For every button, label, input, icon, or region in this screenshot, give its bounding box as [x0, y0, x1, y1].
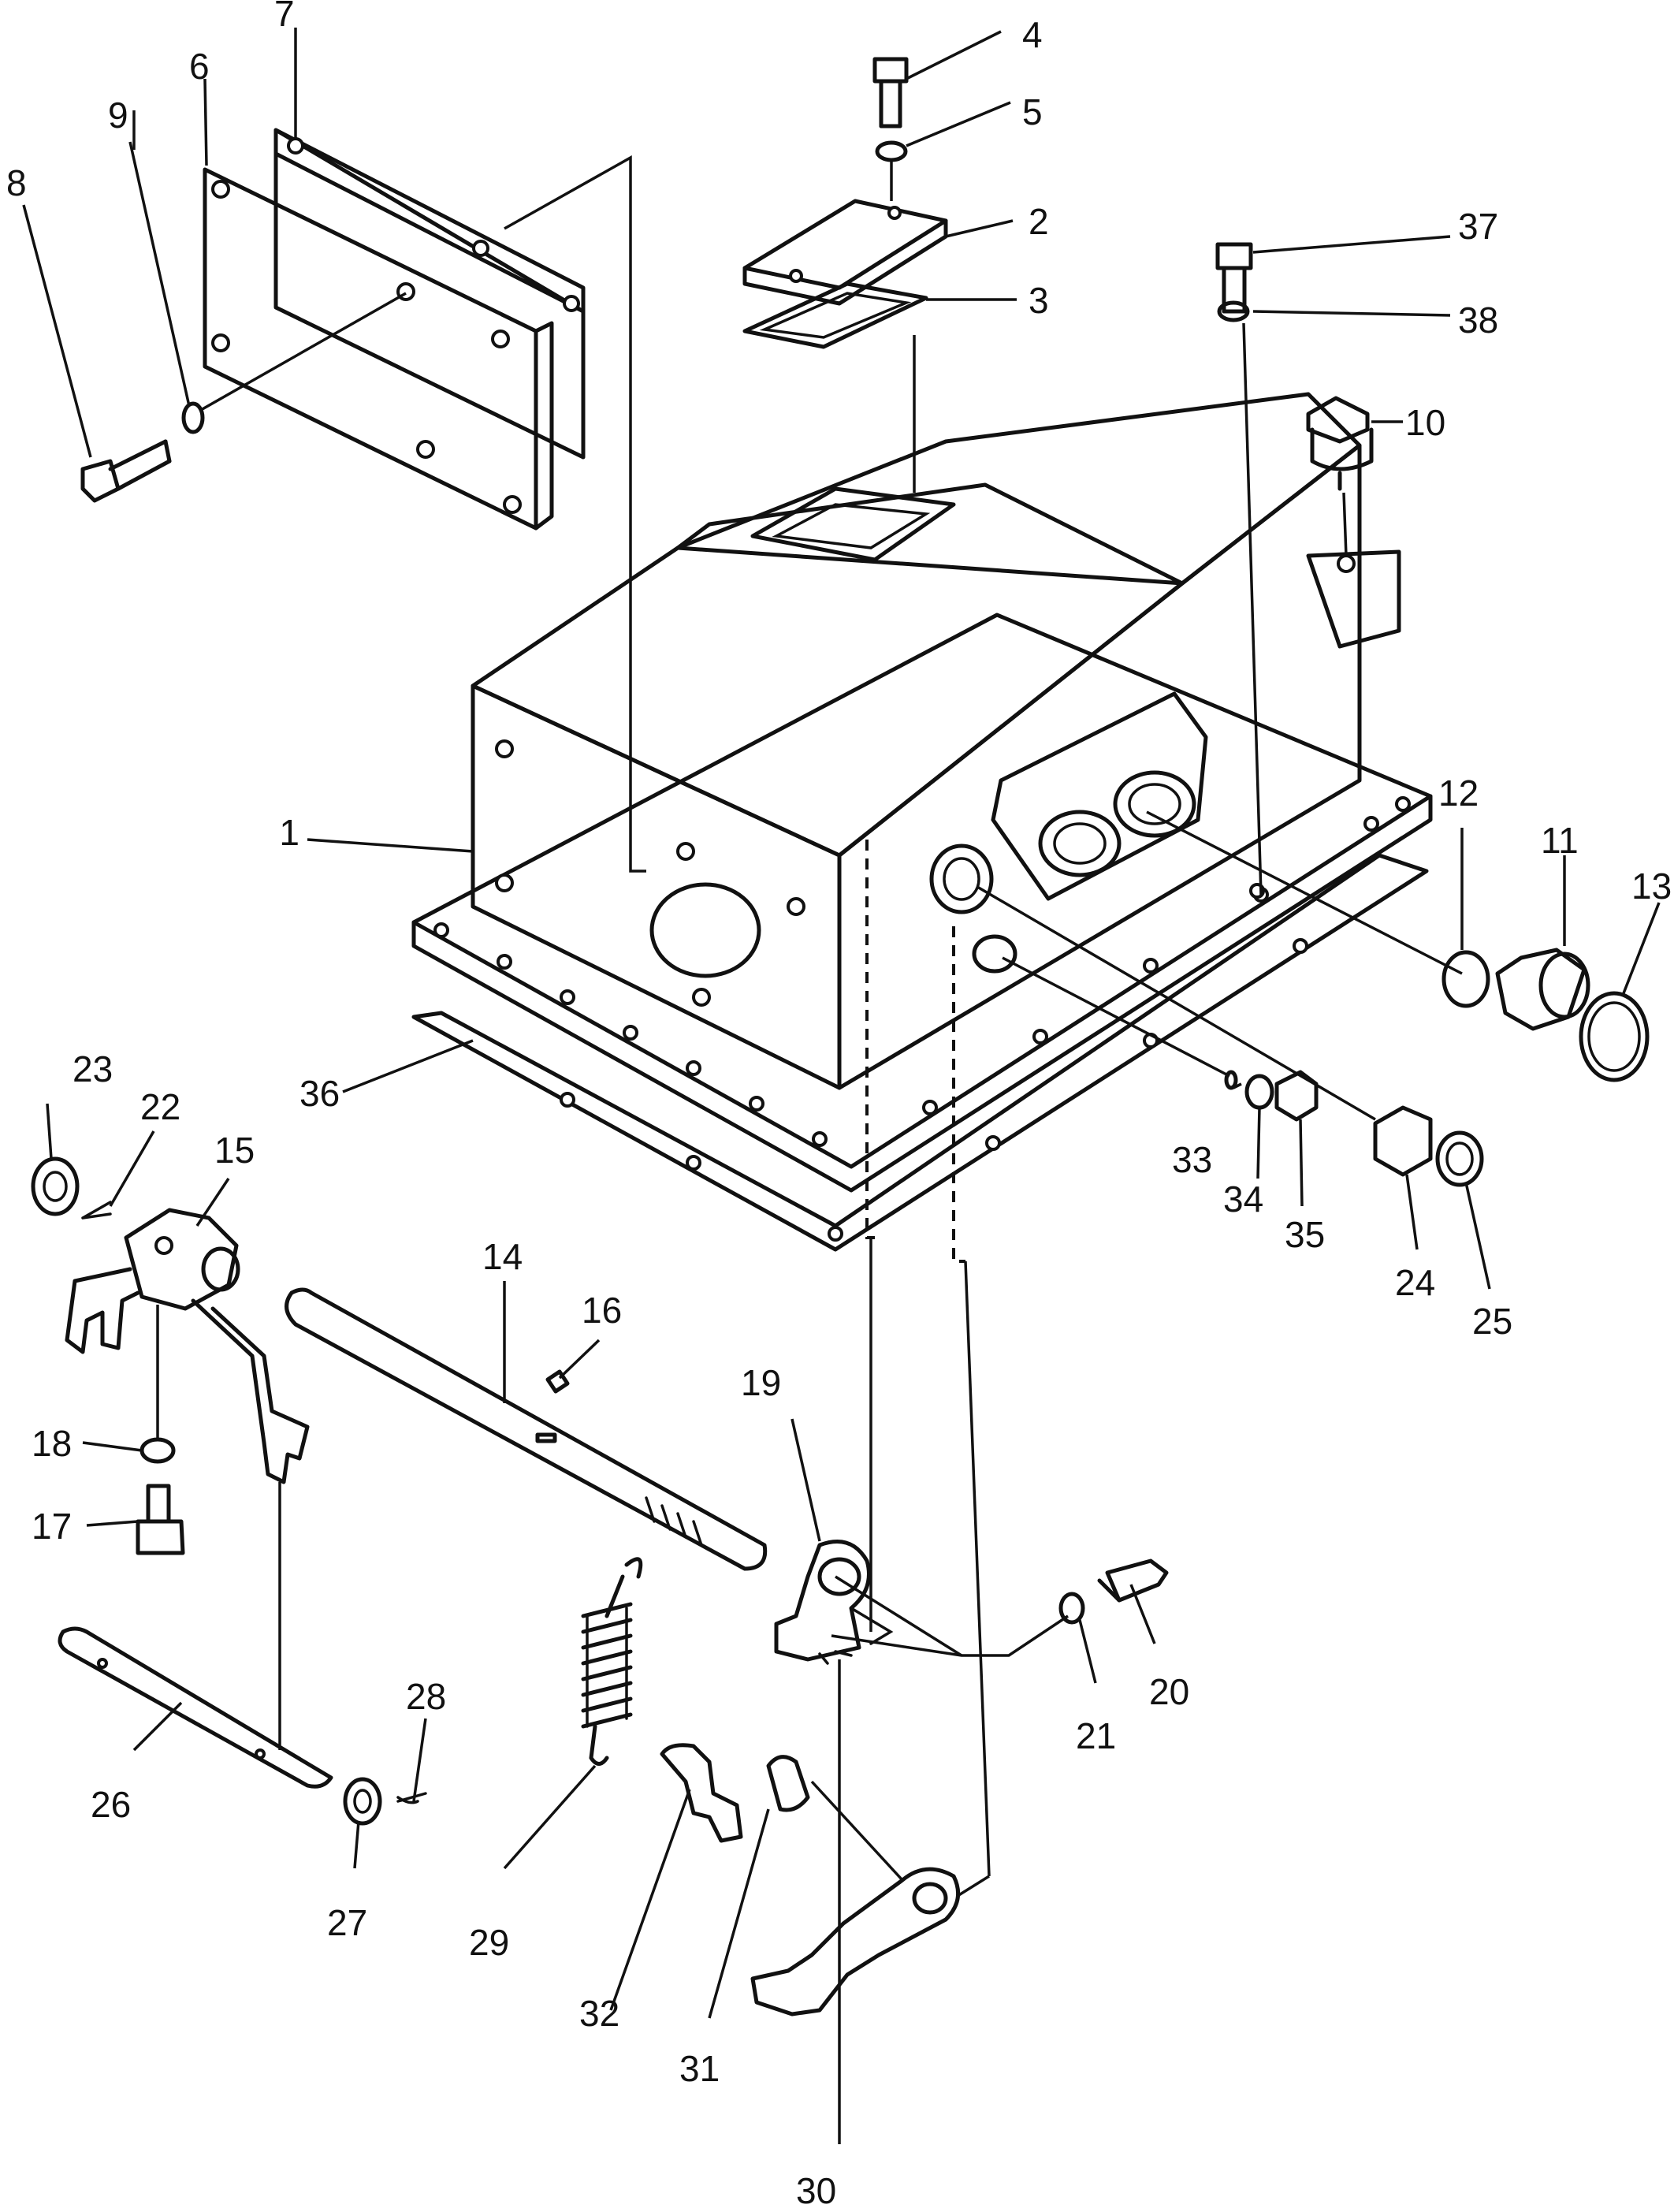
- label-leaders: [22, 28, 1661, 2019]
- label-24: 24: [1395, 1262, 1435, 1303]
- label-36: 36: [299, 1073, 340, 1114]
- label-32: 32: [579, 1993, 619, 2034]
- label-6: 6: [189, 46, 210, 87]
- label-31: 31: [679, 2048, 720, 2089]
- case-housing: [411, 392, 1433, 1252]
- lever-19: [774, 1540, 962, 1665]
- label-34: 34: [1223, 1179, 1263, 1220]
- label-30: 30: [796, 2170, 836, 2211]
- label-9: 9: [108, 95, 128, 136]
- label-15: 15: [214, 1130, 255, 1171]
- label-11: 11: [1541, 820, 1579, 861]
- label-25: 25: [1472, 1301, 1512, 1342]
- shift-fork: [65, 1208, 310, 1484]
- fasteners: [31, 57, 1650, 1826]
- label-3: 3: [1029, 280, 1049, 321]
- label-7: 7: [274, 0, 295, 34]
- label-4: 4: [1022, 14, 1043, 55]
- label-19: 19: [741, 1362, 781, 1403]
- part-labels: 1 2 3 4 5 6 7 8 9 10 11 12 13 14 15 16 1…: [6, 0, 1672, 2211]
- label-29: 29: [469, 1922, 509, 1963]
- label-27: 27: [327, 1902, 367, 1943]
- label-12: 12: [1438, 773, 1479, 814]
- spring: [581, 1557, 643, 1766]
- label-10: 10: [1405, 402, 1445, 443]
- side-cover-and-gasket: [203, 128, 586, 531]
- label-20: 20: [1149, 1671, 1189, 1712]
- shift-shaft: [285, 1287, 768, 1571]
- label-1: 1: [279, 812, 299, 853]
- label-18: 18: [32, 1423, 72, 1464]
- label-33: 33: [1172, 1139, 1212, 1180]
- label-35: 35: [1285, 1214, 1325, 1255]
- label-8: 8: [6, 162, 27, 203]
- label-37: 37: [1458, 206, 1498, 247]
- label-17: 17: [32, 1506, 72, 1547]
- label-14: 14: [482, 1236, 523, 1277]
- label-13: 13: [1631, 866, 1672, 907]
- assembly-lines: [504, 155, 991, 1897]
- label-5: 5: [1022, 91, 1043, 132]
- top-cover-and-gasket: [742, 199, 948, 349]
- label-22: 22: [140, 1086, 180, 1127]
- label-28: 28: [406, 1676, 446, 1717]
- label-38: 38: [1458, 300, 1498, 341]
- label-2: 2: [1029, 201, 1049, 242]
- label-26: 26: [91, 1784, 131, 1825]
- label-23: 23: [73, 1048, 113, 1089]
- shaft-26: [58, 1482, 333, 1789]
- label-21: 21: [1076, 1715, 1116, 1756]
- label-16: 16: [582, 1290, 622, 1331]
